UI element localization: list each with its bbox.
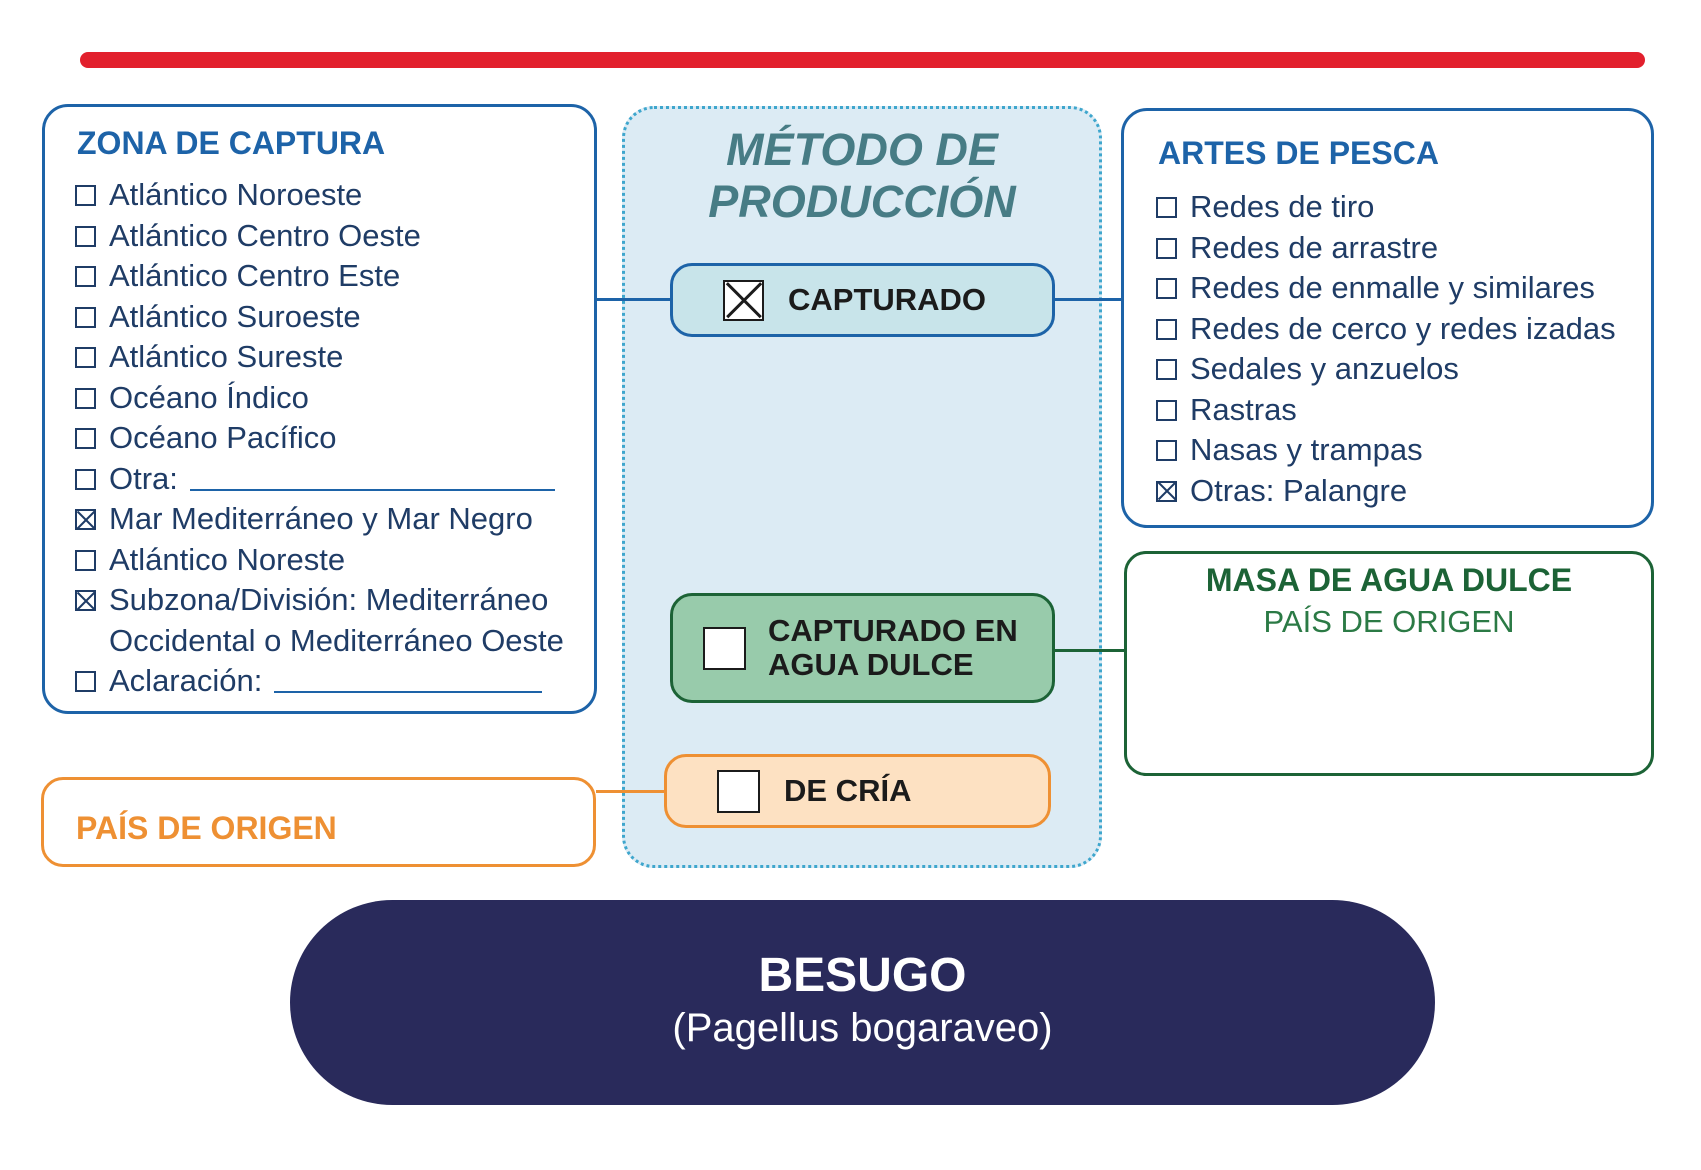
aclaracion-blank-line[interactable] <box>274 661 543 693</box>
list-item[interactable]: Aclaración: <box>75 661 564 702</box>
connector-line <box>1055 649 1124 652</box>
checkbox[interactable] <box>1156 359 1177 380</box>
checkbox[interactable] <box>75 266 96 287</box>
checkbox-checked[interactable] <box>723 279 764 321</box>
masa-agua-dulce-title: MASA DE AGUA DULCE <box>1205 562 1573 598</box>
option-capturado[interactable]: CAPTURADO <box>670 263 1055 337</box>
top-red-bar <box>80 52 1645 68</box>
masa-agua-dulce-subtitle: PAÍS DE ORIGEN <box>1263 604 1515 639</box>
checkbox[interactable] <box>1156 440 1177 461</box>
list-item[interactable]: Atlántico Sureste <box>75 337 564 378</box>
pais-origen-box: PAÍS DE ORIGEN <box>41 777 596 867</box>
checkbox[interactable] <box>75 225 96 247</box>
metodo-produccion-panel <box>622 106 1102 868</box>
artes-pesca-title: ARTES DE PESCA <box>1158 135 1439 171</box>
list-item[interactable]: Redes de enmalle y similares <box>1156 268 1616 309</box>
masa-agua-dulce-box: MASA DE AGUA DULCE PAÍS DE ORIGEN <box>1124 551 1654 776</box>
metodo-produccion-title: MÉTODO DE PRODUCCIÓN <box>708 124 1016 227</box>
checkbox[interactable] <box>1156 318 1177 340</box>
checkbox[interactable] <box>1156 278 1177 299</box>
zona-captura-list: Atlántico Noroeste Atlántico Centro Oest… <box>75 175 564 702</box>
artes-pesca-box: ARTES DE PESCA Redes de tiro Redes de ar… <box>1121 108 1654 528</box>
checkbox[interactable] <box>1156 399 1177 421</box>
checkbox[interactable] <box>75 387 96 409</box>
list-item[interactable]: Sedales y anzuelos <box>1156 349 1616 390</box>
list-item[interactable]: Atlántico Noroeste <box>75 175 564 216</box>
list-item[interactable]: Redes de cerco y redes izadas <box>1156 309 1616 350</box>
list-item[interactable]: Mar Mediterráneo y Mar Negro <box>75 499 564 540</box>
checkbox[interactable] <box>75 549 96 571</box>
checkbox-checked[interactable] <box>75 509 96 530</box>
list-item[interactable]: Atlántico Noreste <box>75 540 564 581</box>
checkbox[interactable] <box>1156 197 1177 218</box>
checkbox[interactable] <box>703 626 746 670</box>
list-item[interactable]: Redes de tiro <box>1156 187 1616 228</box>
checkbox-checked[interactable] <box>75 590 96 611</box>
checkbox[interactable] <box>75 306 96 328</box>
checkbox[interactable] <box>75 671 96 692</box>
list-item[interactable]: Nasas y trampas <box>1156 430 1616 471</box>
list-item[interactable]: Atlántico Centro Oeste <box>75 216 564 257</box>
checkbox[interactable] <box>75 468 96 490</box>
option-de-cria[interactable]: DE CRÍA <box>664 754 1051 828</box>
artes-pesca-list: Redes de tiro Redes de arrastre Redes de… <box>1156 187 1616 511</box>
list-item[interactable]: Océano Índico <box>75 378 564 419</box>
species-scientific-name: (Pagellus bogaraveo) <box>672 1006 1053 1050</box>
zona-captura-box: ZONA DE CAPTURA Atlántico Noroeste Atlán… <box>42 104 597 714</box>
otra-blank-line[interactable] <box>189 459 555 491</box>
option-capturado-agua-dulce[interactable]: CAPTURADO EN AGUA DULCE <box>670 593 1055 703</box>
connector-line <box>597 298 670 301</box>
list-item[interactable]: Rastras <box>1156 390 1616 431</box>
list-item[interactable]: Otras: Palangre <box>1156 471 1616 512</box>
connector-line <box>596 790 664 793</box>
species-name: BESUGO <box>758 949 967 1002</box>
list-item-continuation: Occidental o Mediterráneo Oeste <box>109 622 564 658</box>
list-item[interactable]: Océano Pacífico <box>75 418 564 459</box>
species-banner: BESUGO (Pagellus bogaraveo) <box>290 900 1435 1105</box>
checkbox[interactable] <box>75 347 96 368</box>
connector-line <box>1055 298 1121 301</box>
checkbox[interactable] <box>75 185 96 206</box>
pais-origen-title: PAÍS DE ORIGEN <box>76 810 337 846</box>
checkbox[interactable] <box>1156 237 1177 259</box>
checkbox-checked[interactable] <box>1156 480 1177 502</box>
checkbox[interactable] <box>717 769 760 813</box>
list-item[interactable]: Atlántico Centro Este <box>75 256 564 297</box>
list-item[interactable]: Otra: <box>75 459 564 500</box>
zona-captura-title: ZONA DE CAPTURA <box>77 125 386 161</box>
checkbox[interactable] <box>75 428 96 449</box>
list-item[interactable]: Atlántico Suroeste <box>75 297 564 338</box>
list-item[interactable]: Subzona/División: Mediterráneo <box>75 580 564 621</box>
list-item[interactable]: Redes de arrastre <box>1156 228 1616 269</box>
